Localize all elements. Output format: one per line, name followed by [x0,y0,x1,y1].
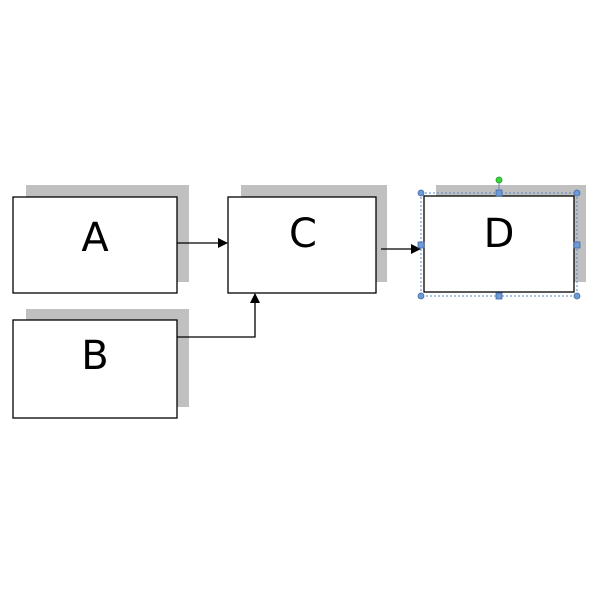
resize-handle-left[interactable] [417,241,425,249]
node-b[interactable]: B [12,309,189,419]
resize-handle-right[interactable] [573,241,581,249]
node-a-label: A [81,215,109,261]
resize-handle-bottom-left[interactable] [417,292,425,300]
resize-handle-top[interactable] [495,189,503,197]
node-a-box[interactable] [12,196,178,294]
resize-handle-top-right[interactable] [573,189,581,197]
node-c-box[interactable] [227,196,377,294]
node-c-label: C [289,211,317,257]
node-a[interactable]: A [12,185,189,294]
selection-frame [417,176,581,300]
rotate-handle[interactable] [495,176,503,184]
node-b-label: B [81,333,108,379]
node-d[interactable]: D [423,185,586,293]
edge-b-to-c[interactable] [177,293,260,338]
resize-handle-bottom[interactable] [495,292,503,300]
node-d-label: D [484,211,515,257]
resize-handle-bottom-right[interactable] [573,292,581,300]
node-c[interactable]: C [227,185,387,294]
node-b-box[interactable] [12,319,178,419]
resize-handle-top-left[interactable] [417,189,425,197]
